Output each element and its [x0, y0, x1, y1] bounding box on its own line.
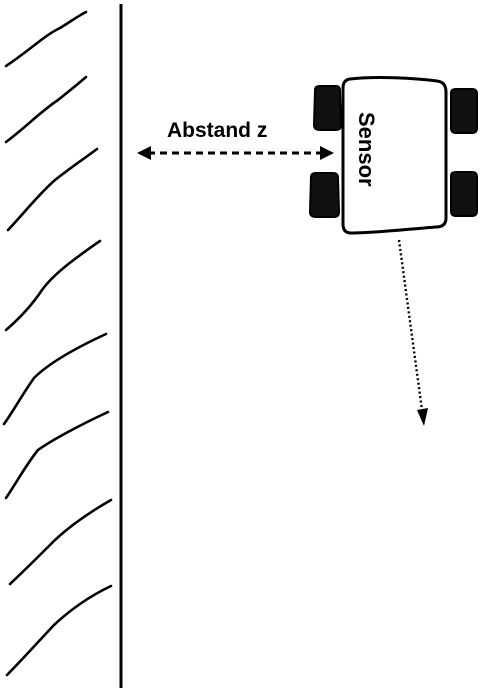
distance-arrow-head-left — [137, 146, 151, 160]
hatch-line — [4, 75, 88, 144]
distance-arrow-head-right — [320, 146, 334, 160]
hatch-line — [8, 498, 113, 586]
robot-body — [341, 76, 448, 235]
distance-arrow — [137, 146, 334, 160]
wheel-front-right — [450, 88, 478, 134]
heading-arrow-head — [417, 408, 428, 426]
hatch-line — [2, 332, 108, 426]
wall-hatching — [2, 10, 113, 677]
wheel-front-left — [312, 85, 343, 131]
hatch-line — [4, 239, 102, 332]
sensor-label: Sensor — [354, 112, 379, 187]
wheel-rear-left — [308, 172, 341, 218]
wheel-rear-right — [450, 171, 478, 217]
hatch-line — [5, 584, 113, 677]
heading-arrow — [397, 239, 428, 426]
robot-wheels — [308, 85, 478, 218]
hatch-line — [6, 147, 99, 232]
hatch-line — [4, 410, 110, 500]
hatch-line — [4, 10, 88, 68]
heading-arrow-line — [397, 239, 424, 411]
distance-label: Abstand z — [167, 119, 267, 142]
